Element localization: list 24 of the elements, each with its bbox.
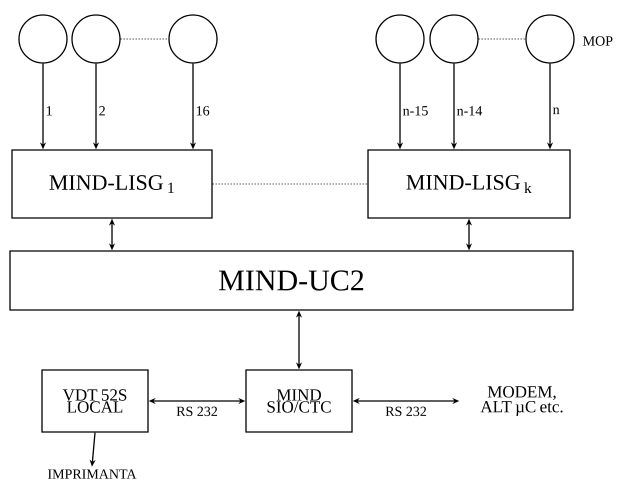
circle-node: [71, 14, 121, 64]
circle-node: [168, 14, 218, 64]
device-label: MODEM, ALT µC etc.: [480, 386, 563, 416]
connector-line: [120, 38, 169, 40]
edge-label: RS 232: [384, 406, 428, 418]
circle-node: [375, 14, 425, 64]
edge-label: n: [552, 106, 561, 116]
edge-label: RS 232: [175, 406, 219, 418]
block-box: MIND SIO/CTC: [245, 369, 353, 433]
block-box: MIND-UC2: [9, 250, 574, 311]
block-box: MIND-LISG $_{1}$: [11, 149, 213, 219]
circle-node: [525, 14, 575, 64]
edge-label: 1: [44, 105, 54, 116]
block-box: VDT 52S LOCAL: [41, 369, 149, 433]
edge-label: 2: [98, 105, 107, 116]
circle-node: [429, 14, 479, 64]
side-label: MOP: [583, 36, 612, 46]
connector-line: [478, 38, 526, 40]
edge-label: n-14: [456, 105, 484, 116]
device-label: IMPRIMANTA: [48, 469, 136, 479]
block-box: MIND-LISG $_{k}$: [367, 149, 571, 219]
circle-node: [18, 14, 68, 64]
edge-label: n-15: [402, 105, 430, 116]
edge-label: 16: [194, 105, 211, 116]
